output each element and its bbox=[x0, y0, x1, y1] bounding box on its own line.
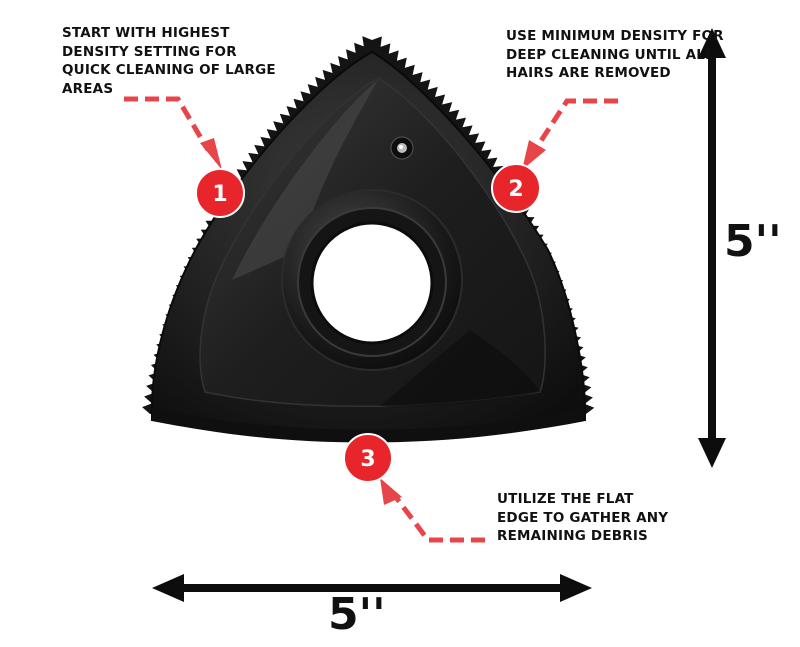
badge-3: 3 bbox=[343, 433, 393, 483]
svg-text:2: 2 bbox=[508, 177, 523, 202]
double-headed-arrow-icon bbox=[698, 28, 726, 468]
annotation-2-text: USE MINIMUM DENSITY FOR DEEP CLEANING UN… bbox=[506, 28, 724, 81]
center-ring bbox=[281, 189, 463, 371]
face-highlight bbox=[232, 80, 378, 280]
badge-1: 1 bbox=[195, 168, 245, 218]
flat-edge bbox=[152, 408, 585, 443]
height-dimension-label: 5'' bbox=[724, 216, 782, 267]
annotation-3-text: UTILIZE THE FLAT EDGE TO GATHER ANY REMA… bbox=[497, 491, 669, 544]
badge-2: 2 bbox=[491, 163, 541, 213]
screw-icon bbox=[390, 136, 414, 160]
double-headed-arrow-icon-horizontal bbox=[152, 574, 592, 602]
width-dimension-label: 5'' bbox=[328, 589, 386, 640]
dashed-arrowheads bbox=[200, 138, 546, 505]
face-shadow bbox=[380, 330, 540, 407]
svg-text:1: 1 bbox=[212, 182, 227, 207]
annotation-1-text: START WITH HIGHEST DENSITY SETTING FOR Q… bbox=[62, 25, 276, 97]
svg-text:3: 3 bbox=[360, 447, 375, 472]
dashed-arrow-icon bbox=[124, 96, 618, 543]
